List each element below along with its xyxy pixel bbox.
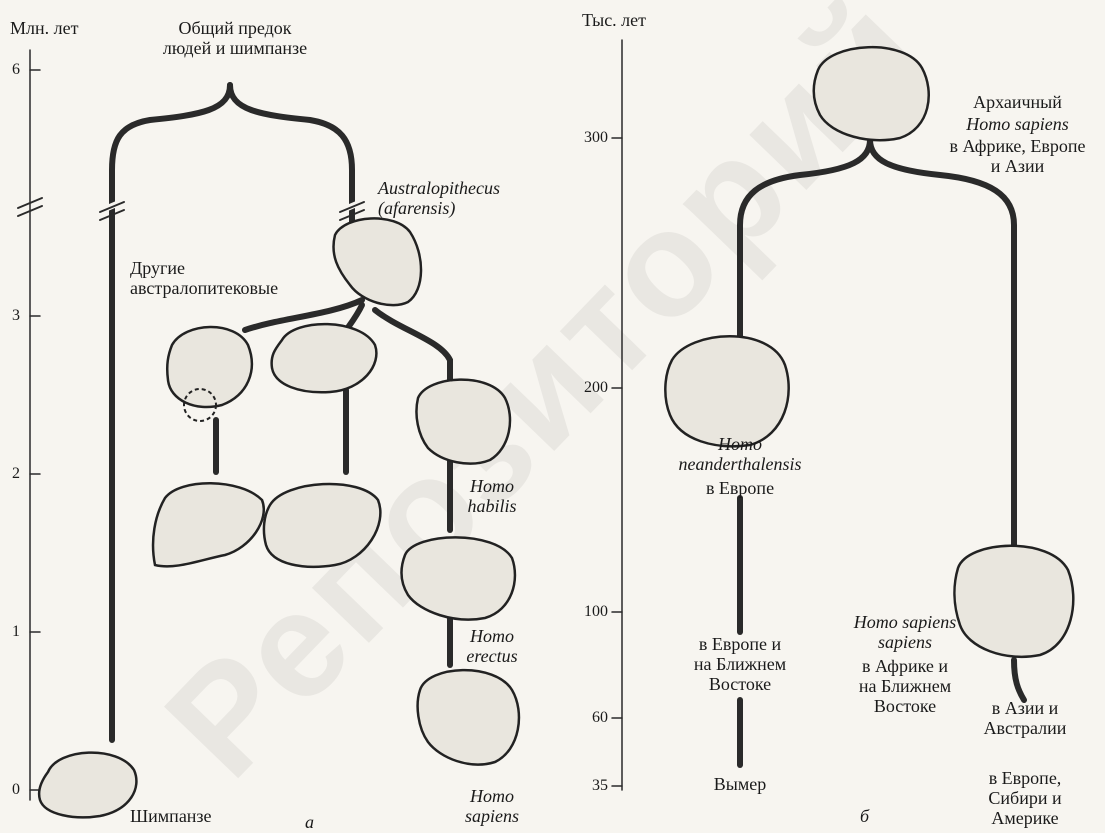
panel-b-letter: б bbox=[860, 806, 869, 826]
archaic-label-3: в Африке, Европе и Азии bbox=[930, 136, 1105, 176]
neanderthal-label-2: в Европе bbox=[650, 478, 830, 498]
chimp-label: Шимпанзе bbox=[130, 806, 212, 826]
panel-a-letter: а bbox=[305, 812, 314, 832]
skull-robust-1-icon bbox=[167, 327, 252, 407]
neanderthal-label-1: Homo neanderthalensis bbox=[650, 434, 830, 474]
tick-b-100-label: 100 bbox=[560, 602, 608, 622]
homo-habilis-label: Homo habilis bbox=[452, 476, 532, 516]
other-australopithecines-label: Другие австралопитековые bbox=[130, 258, 350, 298]
skull-robust-2-icon bbox=[272, 324, 377, 392]
tick-a-0-label: 0 bbox=[12, 780, 20, 800]
skull-archaic-sapiens-icon bbox=[814, 47, 929, 140]
tick-a-3-label: 3 bbox=[12, 306, 20, 326]
axis-a-title: Млн. лет bbox=[10, 18, 78, 38]
archaic-label-2: Homo sapiens bbox=[930, 114, 1105, 134]
branch-neanderthal-line bbox=[740, 140, 870, 340]
tick-b-300-label: 300 bbox=[560, 128, 608, 148]
skull-robust-4-icon bbox=[264, 484, 380, 567]
tick-b-60-label: 60 bbox=[560, 708, 608, 728]
tick-b-35-label: 35 bbox=[560, 776, 608, 796]
branch-homo-line bbox=[375, 310, 450, 380]
tick-a-1-label: 1 bbox=[12, 622, 20, 642]
branch-chimp-line bbox=[112, 85, 230, 740]
line-sapiens-lower bbox=[1014, 660, 1024, 700]
axis-b-title: Тыс. лет bbox=[582, 10, 646, 30]
extinct-label: Вымер bbox=[680, 774, 800, 794]
skull-sapiens-icon bbox=[418, 670, 519, 764]
ancestor-label: Общий предок людей и шимпанзе bbox=[140, 18, 330, 58]
homo-sapiens-label: Homo sapiens bbox=[452, 786, 532, 826]
tick-b-200-label: 200 bbox=[560, 378, 608, 398]
australopithecus-label: Australopithecus (afarensis) bbox=[378, 178, 578, 218]
sapiens-sapiens-label-1: Homo sapiens sapiens bbox=[825, 612, 985, 652]
branch-hominin-line bbox=[230, 85, 352, 230]
homo-erectus-label: Homo erectus bbox=[452, 626, 532, 666]
skull-erectus-icon bbox=[402, 537, 515, 619]
europe-siberia-america-label: в Европе, Сибири и Америке bbox=[955, 768, 1095, 828]
tick-a-6-label: 6 bbox=[12, 60, 20, 80]
archaic-label-1: Архаичный bbox=[930, 92, 1105, 112]
branch-sapiens-line bbox=[870, 140, 1014, 545]
tick-a-2-label: 2 bbox=[12, 464, 20, 484]
skull-habilis-icon bbox=[416, 380, 510, 464]
skull-chimp-icon bbox=[39, 753, 136, 818]
asia-australia-label: в Азии и Австралии bbox=[955, 698, 1095, 738]
europe-near-east-label: в Европе и на Ближнем Востоке bbox=[660, 634, 820, 694]
skull-neanderthal-icon bbox=[665, 336, 788, 446]
skull-robust-3-icon bbox=[153, 483, 264, 566]
